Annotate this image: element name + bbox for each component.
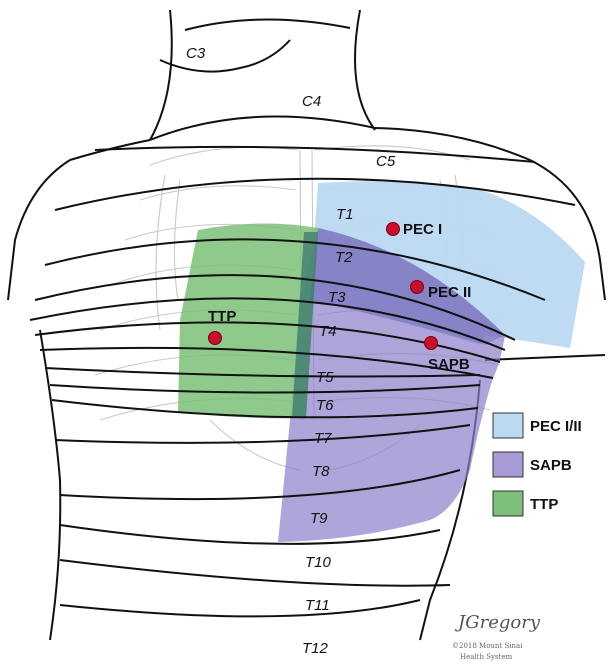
label-c4: C4 xyxy=(302,93,321,110)
label-t11: T11 xyxy=(305,597,330,614)
legend-swatch-pec xyxy=(493,413,523,438)
ttp-marker xyxy=(209,332,222,345)
label-t3: T3 xyxy=(328,289,346,306)
neck-outline xyxy=(70,10,530,160)
label-c5: C5 xyxy=(376,153,396,170)
label-pec1: PEC I xyxy=(403,221,442,238)
copyright-line-1: ©2018 Mount Sinai xyxy=(452,642,523,650)
copyright-line-2: Health System xyxy=(460,653,513,661)
label-t6: T6 xyxy=(316,397,334,414)
label-c3: C3 xyxy=(186,45,206,62)
label-t4: T4 xyxy=(319,323,337,340)
label-t2: T2 xyxy=(335,249,353,266)
label-t1: T1 xyxy=(336,206,354,223)
artist-signature: JGregory xyxy=(454,612,541,633)
label-ttp: TTP xyxy=(208,308,236,325)
label-t8: T8 xyxy=(312,463,330,480)
pec2-marker xyxy=(411,281,424,294)
legend-label-pec: PEC I/II xyxy=(530,418,582,435)
label-pec2: PEC II xyxy=(428,284,471,301)
pec1-marker xyxy=(387,223,400,236)
legend-label-sapb: SAPB xyxy=(530,457,572,474)
label-t12: T12 xyxy=(302,640,329,657)
legend-label-ttp: TTP xyxy=(530,496,558,513)
label-t5: T5 xyxy=(316,369,334,386)
label-sapb: SAPB xyxy=(428,356,470,373)
legend-swatch-ttp xyxy=(493,491,523,516)
label-t9: T9 xyxy=(310,510,328,527)
legend-swatch-sapb xyxy=(493,452,523,477)
label-t7: T7 xyxy=(314,430,332,447)
sapb-marker xyxy=(425,337,438,350)
label-t10: T10 xyxy=(305,554,332,571)
legend: PEC I/II SAPB TTP xyxy=(493,413,582,516)
